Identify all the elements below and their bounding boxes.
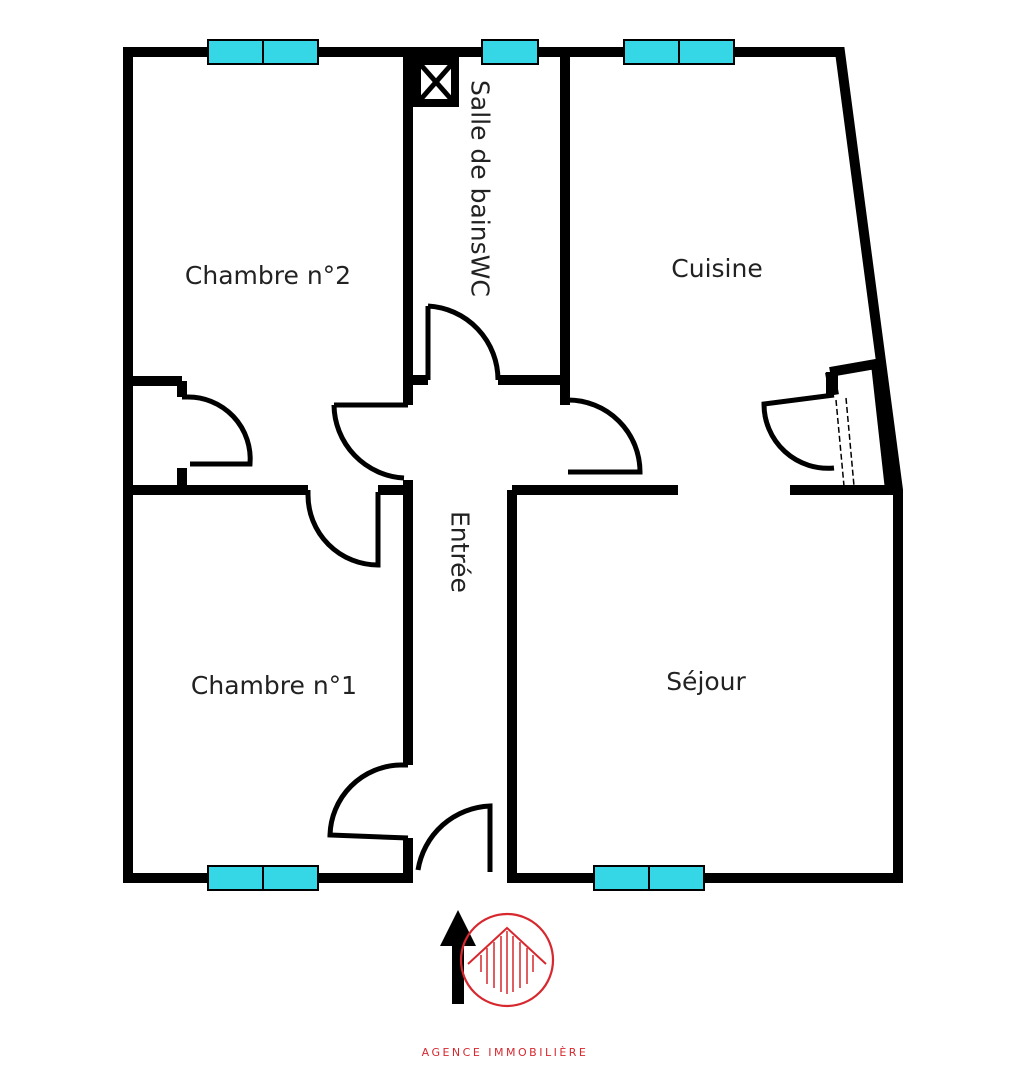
label-salle-de-bains: Salle de bainsWC (466, 80, 495, 297)
door-chambre1 (305, 490, 381, 568)
label-chambre1: Chambre n°1 (191, 671, 357, 700)
door-bathroom (425, 303, 501, 381)
door-chambre1-lower (327, 762, 409, 841)
windows (207, 39, 735, 891)
window-bathroom (481, 39, 539, 65)
label-entree: Entrée (446, 511, 475, 593)
window-chambre2 (207, 39, 319, 65)
door-chambre2 (331, 402, 408, 481)
house-circle-logo-icon (459, 912, 555, 1008)
door-cupboard (761, 392, 835, 471)
window-sejour (593, 865, 705, 891)
window-cuisine (623, 39, 735, 65)
label-chambre2: Chambre n°2 (185, 261, 351, 290)
cupboard-corner (826, 372, 838, 394)
window-chambre1 (207, 865, 319, 891)
door-entrance (415, 803, 493, 872)
door-swings (182, 303, 835, 872)
agency-name: AGENCE IMMOBILIÈRE (421, 1046, 589, 1059)
door-cuisine (562, 397, 643, 475)
door-closet (182, 394, 253, 467)
interior-walls (128, 52, 898, 878)
label-sejour: Séjour (666, 667, 746, 696)
cupboard-shelves (835, 397, 855, 487)
ventilation-icon (413, 57, 459, 107)
label-cuisine: Cuisine (671, 254, 762, 283)
entrance-arrow-icon (440, 910, 476, 1004)
